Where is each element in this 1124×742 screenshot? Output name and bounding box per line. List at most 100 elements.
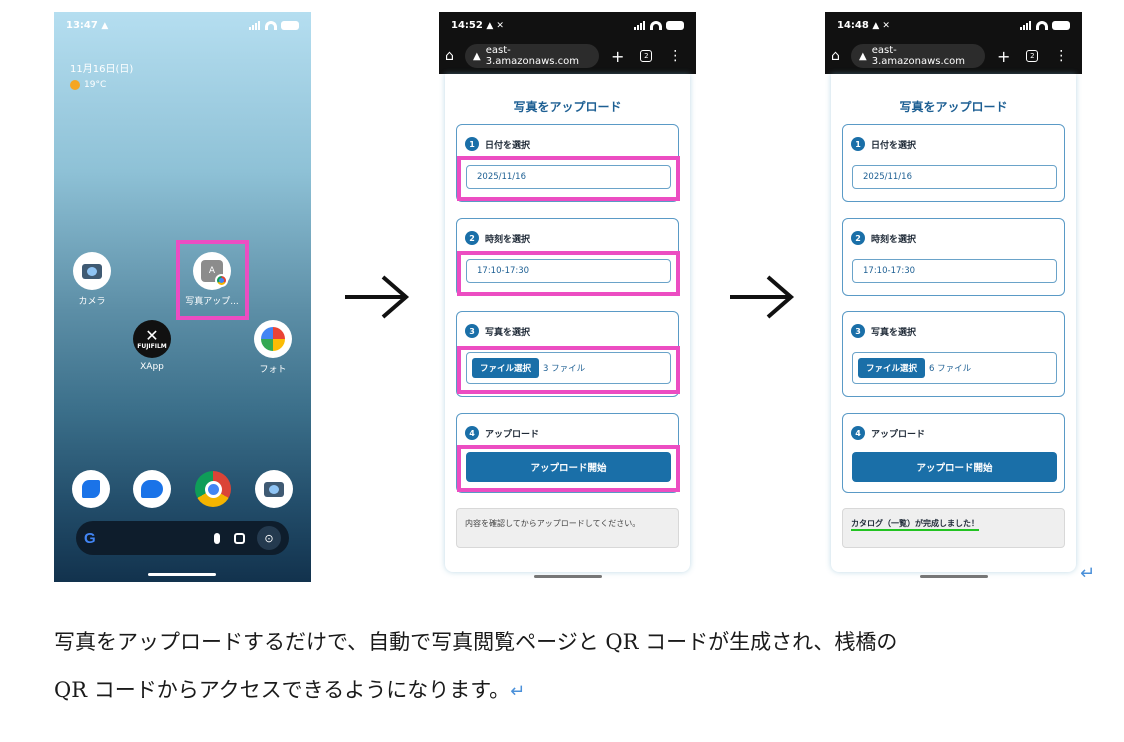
step-label: 日付を選択 [485, 140, 531, 151]
highlight-shortcut [176, 240, 249, 320]
app-label: カメラ [78, 297, 106, 307]
wifi-icon [650, 20, 662, 30]
highlight-date [457, 156, 680, 201]
gesture-bar[interactable] [534, 575, 602, 578]
right-arrow-icon [730, 275, 795, 319]
lens-icon[interactable] [234, 532, 245, 544]
gesture-bar[interactable] [920, 575, 988, 578]
home-icon[interactable]: ⌂ [831, 48, 840, 64]
status-bar: 13:47 ▲ [54, 12, 311, 38]
file-count: 3 ファイル [543, 364, 586, 374]
message-text: 内容を確認してからアップロードしてください。 [465, 519, 641, 528]
date-widget[interactable]: 11月16日(日) [70, 64, 134, 75]
clock: 14:48 [837, 19, 869, 31]
date-input[interactable]: 2025/11/16 [466, 165, 671, 189]
temperature: 19°C [84, 80, 107, 90]
start-upload-button[interactable]: アップロード開始 [466, 452, 671, 482]
address-bar[interactable]: ▲ east-3.amazonaws.com [465, 44, 599, 68]
more-menu-icon[interactable]: ⋮ [668, 48, 683, 64]
tab-switcher-icon[interactable]: 2 [1026, 50, 1039, 62]
app-label: フォト [259, 365, 287, 375]
caption: 写真をアップロードするだけで、自動で写真閲覧ページと QR コードが生成され、桟… [54, 618, 1074, 716]
dock-messages[interactable] [133, 470, 171, 508]
file-input[interactable]: ファイル選択 6 ファイル [852, 352, 1057, 384]
step-label: 写真を選択 [485, 327, 531, 338]
url-text: east-3.amazonaws.com [485, 45, 579, 67]
camera-icon [264, 481, 284, 497]
battery-icon [1052, 20, 1070, 30]
app-camera[interactable]: カメラ [62, 252, 122, 307]
not-secure-icon: ▲ [859, 50, 867, 62]
step-number: 4 [465, 426, 479, 440]
microphone-icon[interactable] [214, 532, 220, 544]
sun-icon [70, 80, 80, 90]
clock: 13:47 [66, 19, 98, 31]
app-photo-upload-shortcut[interactable]: A 写真アップ... [182, 252, 242, 307]
caption-line: QR コードからアクセスできるようになります。 [54, 678, 511, 702]
step-number: 2 [465, 231, 479, 245]
choose-file-button[interactable]: ファイル選択 [472, 358, 540, 378]
right-arrow-icon [345, 275, 410, 319]
caption-line: 写真をアップロードするだけで、自動で写真閲覧ページと QR コードが生成され、桟… [54, 630, 898, 654]
return-mark: ↵ [1080, 563, 1096, 584]
warning-icon: ▲ [101, 20, 109, 31]
google-search-bar[interactable]: G ⊙ [76, 521, 289, 555]
upload-form-screen-after: 14:48 ▲ ✕ ⌂ ▲ east-3.amazonaws.com + 2 ⋮… [825, 12, 1082, 582]
status-bar: 14:48 ▲ ✕ [825, 12, 1082, 38]
weather-widget[interactable]: 19°C [70, 80, 106, 90]
google-g-icon: G [84, 529, 96, 547]
step-label: 日付を選択 [871, 140, 917, 151]
step-number: 4 [851, 426, 865, 440]
signal-icon [1020, 20, 1032, 30]
home-icon[interactable]: ⌂ [445, 48, 454, 64]
circle-to-search-icon[interactable]: ⊙ [257, 526, 281, 550]
dock-chrome[interactable] [194, 470, 232, 508]
battery-icon [281, 20, 299, 30]
signal-icon [634, 20, 646, 30]
time-select[interactable]: 17:10-17:30 [852, 259, 1057, 283]
chrome-badge-icon [215, 274, 228, 287]
step-label: 時刻を選択 [871, 234, 917, 245]
start-upload-button[interactable]: アップロード開始 [852, 452, 1057, 482]
file-input[interactable]: ファイル選択 3 ファイル [466, 352, 671, 384]
clock: 14:52 [451, 19, 483, 31]
warning-icon: ▲ ✕ [486, 20, 504, 31]
gesture-bar[interactable] [148, 573, 216, 576]
photos-icon [261, 327, 285, 351]
battery-icon [666, 20, 684, 30]
new-tab-icon[interactable]: + [611, 46, 625, 66]
address-bar[interactable]: ▲ east-3.amazonaws.com [851, 44, 985, 68]
app-photos[interactable]: フォト [243, 320, 303, 375]
signal-icon [249, 20, 261, 30]
highlight-upload [457, 445, 680, 492]
step-label: アップロード [871, 429, 926, 440]
step-label: アップロード [485, 429, 540, 440]
browser-toolbar: ⌂ ▲ east-3.amazonaws.com + 2 ⋮ [439, 38, 696, 74]
time-select[interactable]: 17:10-17:30 [466, 259, 671, 283]
url-text: east-3.amazonaws.com [871, 45, 965, 67]
app-fujifilm-xapp[interactable]: ✕FUJIFILM XApp [122, 320, 182, 372]
step-upload: 4 アップロード アップロード開始 [456, 413, 679, 493]
wifi-icon [265, 20, 277, 30]
browser-toolbar: ⌂ ▲ east-3.amazonaws.com + 2 ⋮ [825, 38, 1082, 74]
choose-file-button[interactable]: ファイル選択 [858, 358, 926, 378]
dock-phone[interactable] [72, 470, 110, 508]
app-label: XApp [140, 362, 164, 372]
shortcut-badge: A [208, 266, 216, 276]
phone-icon [82, 480, 100, 498]
app-label: 写真アップ... [185, 297, 239, 307]
camera-icon [82, 263, 102, 279]
highlight-time [457, 251, 680, 296]
tab-switcher-icon[interactable]: 2 [640, 50, 653, 62]
date-input[interactable]: 2025/11/16 [852, 165, 1057, 189]
new-tab-icon[interactable]: + [997, 46, 1011, 66]
step-number: 3 [465, 324, 479, 338]
step-number: 3 [851, 324, 865, 338]
dock-camera[interactable] [255, 470, 293, 508]
more-menu-icon[interactable]: ⋮ [1054, 48, 1069, 64]
